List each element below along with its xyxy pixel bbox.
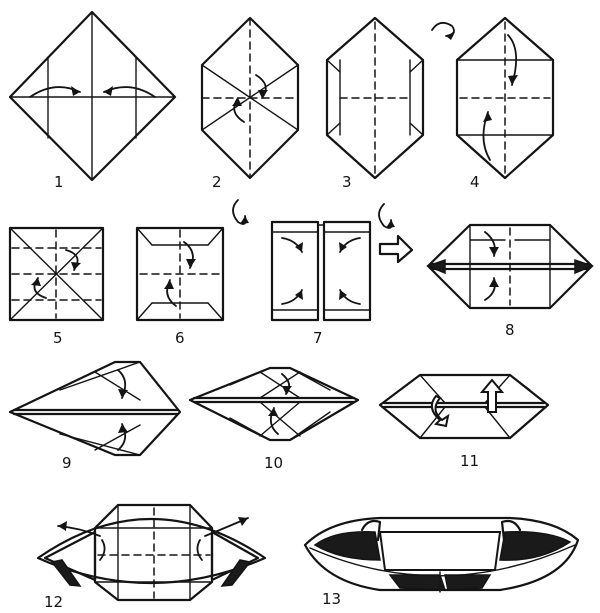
step-11-figure	[378, 373, 550, 440]
push-arrow-icon	[378, 234, 414, 264]
step-number-1: 1	[54, 173, 64, 191]
push-arrow-icon	[430, 394, 450, 428]
turn-over-icon	[431, 21, 455, 40]
step-number-7: 7	[313, 329, 323, 347]
step-number-12: 12	[44, 593, 63, 611]
turn-over-icon	[378, 203, 395, 229]
step-10-figure	[188, 366, 360, 442]
step-number-3: 3	[342, 173, 352, 191]
step-12-figure	[36, 503, 267, 602]
step-number-4: 4	[470, 173, 480, 191]
step-3-figure	[325, 16, 425, 180]
step-number-8: 8	[505, 321, 515, 339]
step-2-figure	[200, 16, 300, 180]
step-number-13: 13	[322, 590, 341, 608]
step-1-figure	[8, 10, 177, 182]
step-number-11: 11	[460, 452, 479, 470]
step-7-figure	[270, 220, 372, 322]
step-number-6: 6	[175, 329, 185, 347]
step-5-figure	[8, 226, 105, 322]
step-number-5: 5	[53, 329, 63, 347]
push-arrow-icon	[479, 378, 505, 413]
step-13-figure	[303, 516, 580, 593]
step-number-9: 9	[62, 454, 72, 472]
step-number-10: 10	[264, 454, 283, 472]
step-number-2: 2	[212, 173, 222, 191]
step-8-figure	[425, 223, 595, 310]
step-4-figure	[455, 16, 555, 180]
turn-over-icon	[232, 199, 249, 225]
step-9-figure	[8, 360, 182, 457]
step-6-figure	[135, 226, 225, 322]
